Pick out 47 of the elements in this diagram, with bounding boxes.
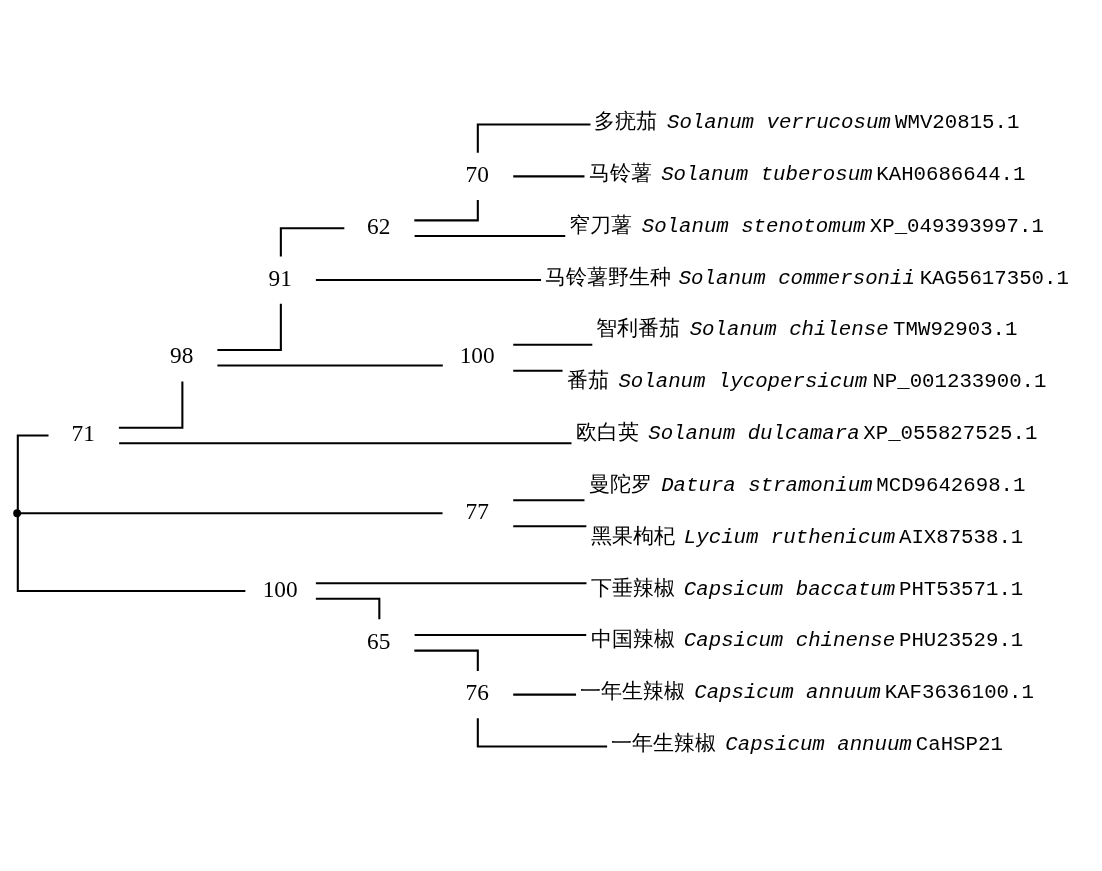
connector	[513, 525, 587, 528]
node-text: 77	[465, 497, 489, 524]
connector	[414, 234, 566, 237]
connector	[315, 597, 381, 620]
node-text: 黑果枸杞 Lycium ruthenicum AIX87538.1	[590, 525, 1024, 549]
node-text: 番茄 Solanum lycopersicum NP_001233900.1	[566, 370, 1047, 394]
connector	[476, 718, 608, 748]
connector	[513, 175, 585, 178]
connector	[414, 199, 479, 222]
connector	[119, 442, 572, 445]
connector	[476, 123, 591, 153]
node-text: 欧白英 Solanum dulcamara XP_055827525.1	[575, 422, 1038, 446]
connector	[118, 381, 184, 429]
node-text: 多疣茄 Solanum verrucosum WMV20815.1	[594, 111, 1020, 135]
connector	[513, 499, 585, 502]
node-text: 70	[465, 161, 489, 188]
connector	[414, 649, 479, 672]
node-text: 马铃薯 Solanum tuberosum KAH0686644.1	[588, 162, 1026, 186]
connector	[315, 582, 587, 585]
node-text: 91	[268, 264, 292, 291]
node-text: 一年生辣椒 Capsicum annuum KAF3636100.1	[580, 681, 1034, 705]
connector	[279, 227, 345, 257]
node-text: 65	[367, 627, 391, 654]
connector	[513, 693, 577, 696]
node-text: 71	[71, 420, 95, 447]
node-text: 智利番茄 Solanum chilense TMW92903.1	[596, 318, 1018, 342]
node-point	[13, 509, 22, 518]
node-text: 62	[367, 212, 391, 239]
connector	[513, 343, 593, 346]
connector	[217, 364, 443, 367]
connector	[315, 278, 542, 282]
node-text: 曼陀罗 Datura stramonium MCD9642698.1	[588, 473, 1026, 497]
node-text: 100	[262, 575, 298, 602]
node-text: 一年生辣椒 Capsicum annuum CaHSP21	[611, 733, 1003, 757]
node-text: 中国辣椒 Capsicum chinense PHU23529.1	[590, 629, 1024, 653]
connector	[16, 434, 49, 510]
connector	[217, 303, 282, 351]
node-text: 76	[465, 679, 489, 706]
node-text: 下垂辣椒 Capsicum baccatum PHT53571.1	[590, 577, 1024, 601]
node-text: 100	[459, 342, 495, 369]
connector	[414, 634, 587, 637]
connector	[513, 369, 563, 372]
connector	[20, 512, 443, 515]
node-text: 98	[170, 342, 194, 369]
node-text: 窄刀薯 Solanum stenotomum XP_049393997.1	[569, 214, 1044, 238]
connector	[16, 516, 246, 593]
node-text: 马铃薯野生种 Solanum commersonii KAG5617350.1	[545, 266, 1069, 290]
